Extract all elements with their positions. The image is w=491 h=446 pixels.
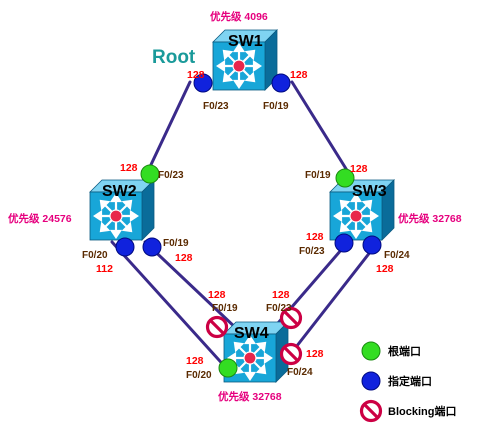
switch-name: SW4 — [234, 325, 269, 342]
link-sw3-sw4-f024 — [280, 240, 380, 367]
port-cost: 128 — [376, 263, 394, 275]
legend-designated-port-label: 指定端口 — [388, 374, 432, 388]
switch-sw2: SW2 优先级 24576 — [8, 178, 156, 242]
port-cost: 128 — [208, 289, 226, 301]
port-cost: 128 — [186, 355, 204, 367]
port-label: F0/20 — [82, 250, 108, 261]
port-sw4-f024-blocking — [279, 342, 303, 366]
switch-name: SW1 — [228, 33, 263, 50]
legend-root-port-label: 根端口 — [388, 344, 421, 358]
legend-blocking-port-label: Blocking端口 — [388, 404, 456, 418]
port-cost: 128 — [306, 231, 324, 243]
port-label: F0/23 — [299, 246, 325, 257]
port-sw4-f020-root — [218, 358, 238, 378]
port-cost: 112 — [96, 263, 113, 275]
port-sw2-f023-root — [140, 164, 160, 184]
port-label: F0/23 — [158, 170, 184, 181]
port-cost: 128 — [120, 162, 138, 174]
priority-label: 优先级 24576 — [8, 212, 72, 225]
legend: 根端口 指定端口 Blocking端口 — [359, 341, 456, 423]
legend-designated-port-icon — [361, 371, 381, 391]
switch-name: SW3 — [352, 183, 387, 200]
port-cost: 128 — [272, 289, 290, 301]
port-label: F0/23 — [203, 101, 229, 112]
port-label: F0/19 — [212, 303, 238, 314]
port-label: F0/19 — [263, 101, 289, 112]
link-sw2-sw4-f020 — [110, 240, 230, 372]
port-sw3-f023-designated — [334, 233, 354, 253]
port-sw4-f023-blocking — [279, 306, 303, 330]
port-sw2-f019-designated — [142, 237, 162, 257]
port-cost: 128 — [306, 348, 324, 360]
port-sw4-f019-blocking — [205, 315, 229, 339]
port-cost: 128 — [187, 69, 205, 81]
port-label: F0/19 — [305, 170, 331, 181]
switch-sw1: SW1 优先级 4096 — [210, 10, 279, 92]
switch-sw4: SW4 优先级 32768 — [218, 320, 290, 403]
priority-label: 优先级 32768 — [218, 390, 282, 403]
port-sw1-f023-designated — [193, 73, 213, 93]
port-sw1-f019-designated — [271, 73, 291, 93]
port-cost: 128 — [175, 252, 193, 264]
port-label: F0/24 — [287, 367, 313, 378]
port-label: F0/19 — [163, 238, 189, 249]
switch-name: SW2 — [102, 183, 137, 200]
switch-sw3: SW3 优先级 32768 — [328, 178, 462, 242]
priority-label: 优先级 32768 — [398, 212, 462, 225]
port-label: F0/24 — [384, 250, 410, 261]
legend-root-port-icon — [361, 341, 381, 361]
root-label: Root — [152, 47, 196, 68]
port-label: F0/20 — [186, 370, 212, 381]
link-sw2-sw4-f019 — [143, 240, 240, 332]
port-sw3-f019-root — [335, 168, 355, 188]
port-cost: 128 — [350, 163, 368, 175]
port-label: F0/23 — [266, 303, 292, 314]
priority-label: 优先级 4096 — [210, 10, 268, 23]
port-cost: 128 — [290, 69, 308, 81]
port-sw2-f020-designated — [115, 237, 135, 257]
legend-blocking-port-icon — [359, 399, 383, 423]
ports: F0/23 128 F0/19 128 F0/23 128 F0/20 112 … — [82, 69, 410, 381]
port-sw3-f024-designated — [362, 235, 382, 255]
